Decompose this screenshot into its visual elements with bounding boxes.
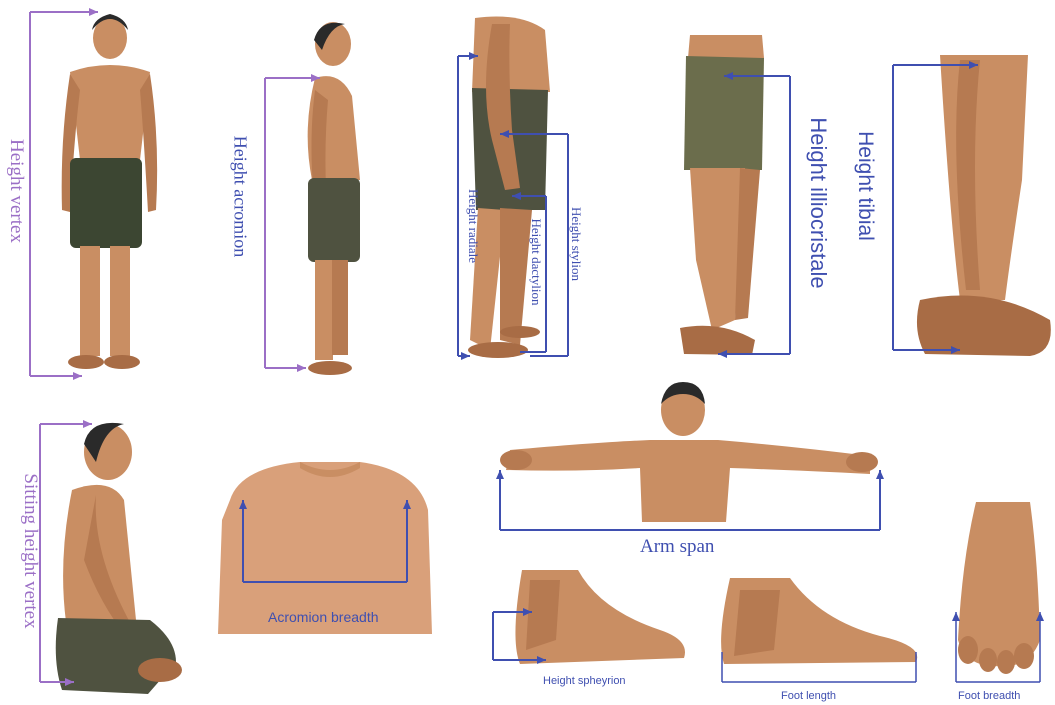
ankle-figure: [493, 570, 685, 664]
label-height-tibial: Height tibial: [853, 116, 877, 256]
label-foot-length: Foot length: [781, 690, 836, 702]
label-foot-breadth: Foot breadth: [958, 690, 1020, 702]
outstretched-arms-figure: [500, 382, 880, 530]
label-arm-span: Arm span: [640, 536, 714, 558]
hip-leg-figure: [680, 35, 790, 355]
side-standing-figure: [265, 22, 360, 375]
lower-leg-figure: [893, 55, 1051, 356]
label-height-acromion: Height acromion: [230, 127, 251, 267]
foot-side-figure: [721, 578, 917, 682]
sitting-figure: [40, 423, 182, 694]
label-height-vertex: Height vertex: [5, 121, 27, 261]
label-height-radiale: Height radiale: [465, 166, 481, 286]
label-height-stylion: Height stylion: [568, 184, 584, 304]
foot-top-figure: [956, 502, 1040, 682]
label-height-spheyrion: Height spheyrion: [543, 675, 626, 687]
label-height-illiocristale: Height illiocristale: [805, 103, 831, 303]
label-sitting-height-vertex: Sitting height vertex: [19, 461, 41, 641]
label-height-dactylion: Height dactylion: [528, 202, 544, 322]
label-acromion-breadth: Acromion breadth: [268, 609, 379, 625]
back-standing-figure: [30, 12, 157, 376]
